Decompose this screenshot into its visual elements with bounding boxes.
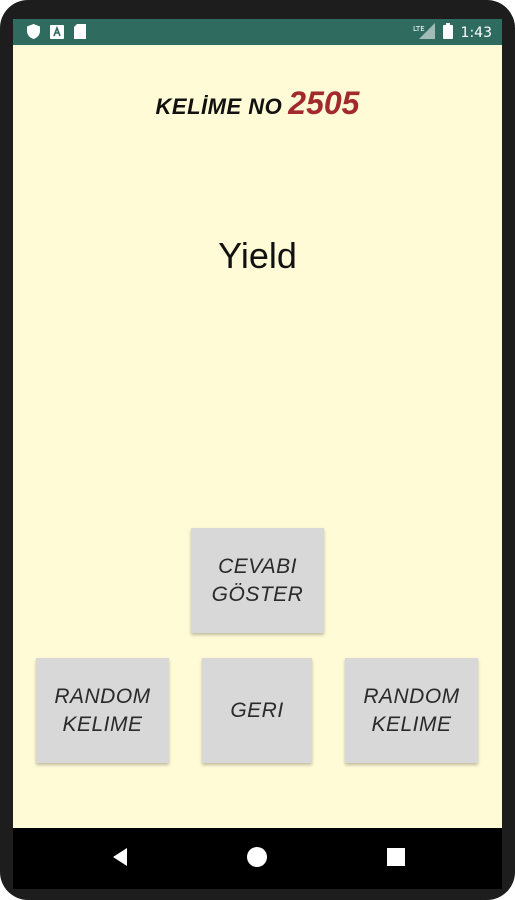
back-button[interactable]: GERI	[202, 658, 312, 763]
home-circle-icon[interactable]	[245, 845, 269, 869]
sd-card-icon	[74, 24, 86, 43]
show-answer-label: CEVABI GÖSTER	[211, 554, 304, 606]
random-word-right-label: RANDOM KELIME	[363, 684, 460, 736]
shield-icon	[27, 24, 40, 43]
back-triangle-icon[interactable]	[108, 845, 132, 869]
a-box-icon	[50, 24, 64, 43]
random-word-left-label: RANDOM KELIME	[54, 684, 151, 736]
back-label: GERI	[230, 698, 284, 722]
word-number-value: 2505	[288, 85, 360, 121]
lte-signal-icon: LTE	[413, 23, 435, 43]
show-answer-button[interactable]: CEVABI GÖSTER	[191, 528, 324, 633]
recents-square-icon[interactable]	[384, 845, 408, 869]
current-word: Yield	[218, 235, 297, 276]
lte-label: LTE	[413, 25, 425, 33]
status-right: LTE 1:43	[413, 23, 492, 43]
word-number-label: KELİME NO	[155, 94, 283, 119]
status-bar: LTE 1:43	[13, 19, 502, 45]
random-word-right-button[interactable]: RANDOM KELIME	[345, 658, 478, 763]
status-time: 1:43	[460, 25, 492, 41]
battery-icon	[442, 23, 453, 43]
random-word-left-button[interactable]: RANDOM KELIME	[36, 658, 169, 763]
navigation-bar	[13, 828, 502, 889]
status-left	[27, 24, 86, 43]
